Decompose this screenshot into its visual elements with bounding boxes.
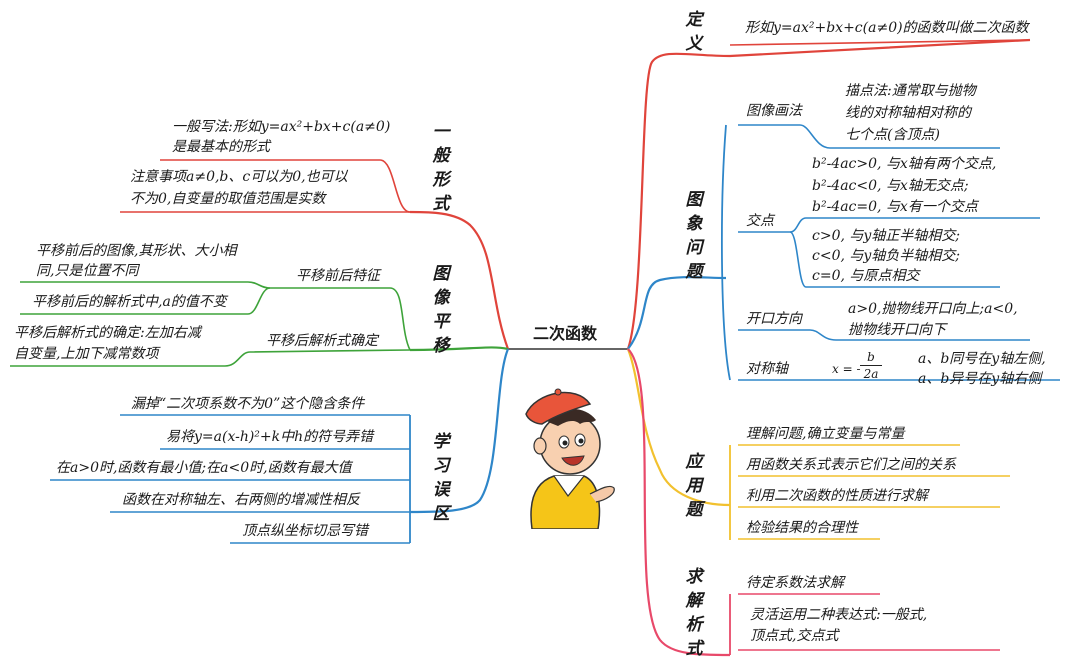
drawing-underline: [738, 124, 1000, 149]
definition-title: 定义: [685, 10, 703, 54]
intersection-g2-line-1: c>0, 与y轴正半轴相交;: [812, 228, 961, 244]
drawing-line-2: 线的对称轴相对称的: [845, 105, 971, 121]
translation-sub1: [20, 281, 271, 289]
branch-definition: [626, 38, 1031, 350]
application-item-4: 检验结果的合理性: [746, 520, 858, 536]
translation-feature-2: 平移前后的解析式中,a的值不变: [32, 294, 227, 310]
mistake-item-3: 在a>0时,函数有最小值;在a<0时,函数有最大值: [56, 460, 352, 476]
general-item-2-line-2: 不为0,自变量的取值范围是实数: [130, 191, 326, 207]
mistake-item-1: 漏掉“二次项系数不为0”这个隐含条件: [131, 396, 365, 412]
axis-line-1: a、b同号在y轴左侧,: [918, 351, 1046, 367]
translation-trunk: [270, 287, 411, 351]
solve-title: 求解析式: [685, 567, 703, 659]
intersection-label: 交点: [746, 213, 774, 229]
drawing-line-3: 七个点(含顶点): [845, 127, 940, 143]
translation-title: 图像平移: [432, 264, 450, 356]
axis-label: 对称轴: [746, 361, 788, 377]
translation-before-after-label: 平移前后特征: [296, 268, 380, 284]
intersection-g1-line-1: b²-4ac>0, 与x轴有两个交点,: [812, 156, 997, 172]
solve-item-2-line-1: 灵活运用二种表达式:一般式,: [750, 607, 928, 623]
axis-line-2: a、b异号在y轴右侧: [918, 371, 1042, 387]
branch-mistakes: [409, 348, 510, 514]
intersection-sub1: [789, 217, 1040, 233]
application-item-3: 利用二次函数的性质进行求解: [746, 488, 928, 504]
axis-formula-lhs: x = -: [832, 362, 861, 376]
definition-text: 形如y=ax²+bx+c(a≠0)的函数叫做二次函数: [745, 20, 1029, 36]
general-title: 一般形式: [432, 122, 450, 214]
general-trunk: [160, 159, 411, 213]
translation-feature-1-line-2: 同,只是位置不同: [36, 263, 139, 279]
opening-line-2: 抛物线开口向下: [848, 322, 946, 338]
translation-sub2: [20, 287, 271, 315]
intersection-g1-line-2: b²-4ac<0, 与x轴无交点;: [812, 178, 969, 194]
general-item-1-line-1: 一般写法:形如y=ax²+bx+c(a≠0): [172, 119, 391, 135]
definition-underline: [729, 39, 1031, 46]
mistake-item-4: 函数在对称轴左、右两侧的增减性相反: [122, 492, 360, 508]
solve-item-1: 待定系数法求解: [746, 575, 844, 591]
drawing-label: 图像画法: [746, 103, 802, 119]
axis-formula-denominator: 2a: [863, 367, 879, 381]
branch-solve: [627, 348, 731, 657]
center-topic: 二次函数: [533, 324, 598, 343]
translation-feature-1-line-1: 平移前后的图像,其形状、大小相: [36, 243, 237, 259]
drawing-line-1: 描点法:通常取与抛物: [845, 83, 976, 99]
fraction-bar: [860, 365, 882, 366]
solve-item-2-line-2: 顶点式,交点式: [750, 628, 839, 644]
image-title: 图象问题: [685, 190, 703, 282]
intersection-g1-line-3: b²-4ac=0, 与x有一个交点: [812, 199, 978, 215]
application-item-2: 用函数关系式表示它们之间的关系: [746, 457, 956, 473]
branch-general: [409, 210, 510, 350]
branch-translation: [409, 346, 509, 352]
mistake-item-5: 顶点纵坐标切忌写错: [242, 523, 368, 539]
branch-image: [627, 276, 727, 350]
opening-label: 开口方向: [746, 311, 802, 327]
intersection-g2-line-3: c=0, 与原点相交: [812, 268, 920, 284]
intersection-g2-line-2: c<0, 与y轴负半轴相交;: [812, 248, 961, 264]
translation-determine-label: 平移后解析式确定: [266, 333, 378, 349]
translation-line-determine: [10, 349, 411, 367]
cartoon-boy-illustration: [525, 388, 615, 529]
opening-line-1: a>0,抛物线开口向上;a<0,: [848, 301, 1018, 317]
opening-underline: [738, 329, 1030, 341]
translation-determine-line-2: 自变量,上加下减常数项: [14, 346, 159, 362]
branch-application: [626, 348, 731, 507]
general-item-1-line-2: 是最基本的形式: [172, 139, 270, 155]
general-item-2-line-1: 注意事项a≠0,b、c可以为0,也可以: [130, 169, 348, 185]
application-title: 应用题: [685, 452, 703, 520]
axis-formula-fraction: b 2a: [858, 349, 884, 382]
mistake-item-2: 易将y=a(x-h)²+k中h的符号弄错: [166, 429, 374, 445]
application-item-1: 理解问题,确立变量与常量: [746, 426, 905, 442]
translation-determine-line-1: 平移后解析式的确定:左加右减: [14, 325, 201, 341]
image-trunk: [721, 124, 731, 381]
mistakes-title: 学习误区: [432, 432, 450, 524]
axis-formula-numerator: b: [867, 350, 875, 364]
intersection-sub2: [789, 231, 1000, 288]
